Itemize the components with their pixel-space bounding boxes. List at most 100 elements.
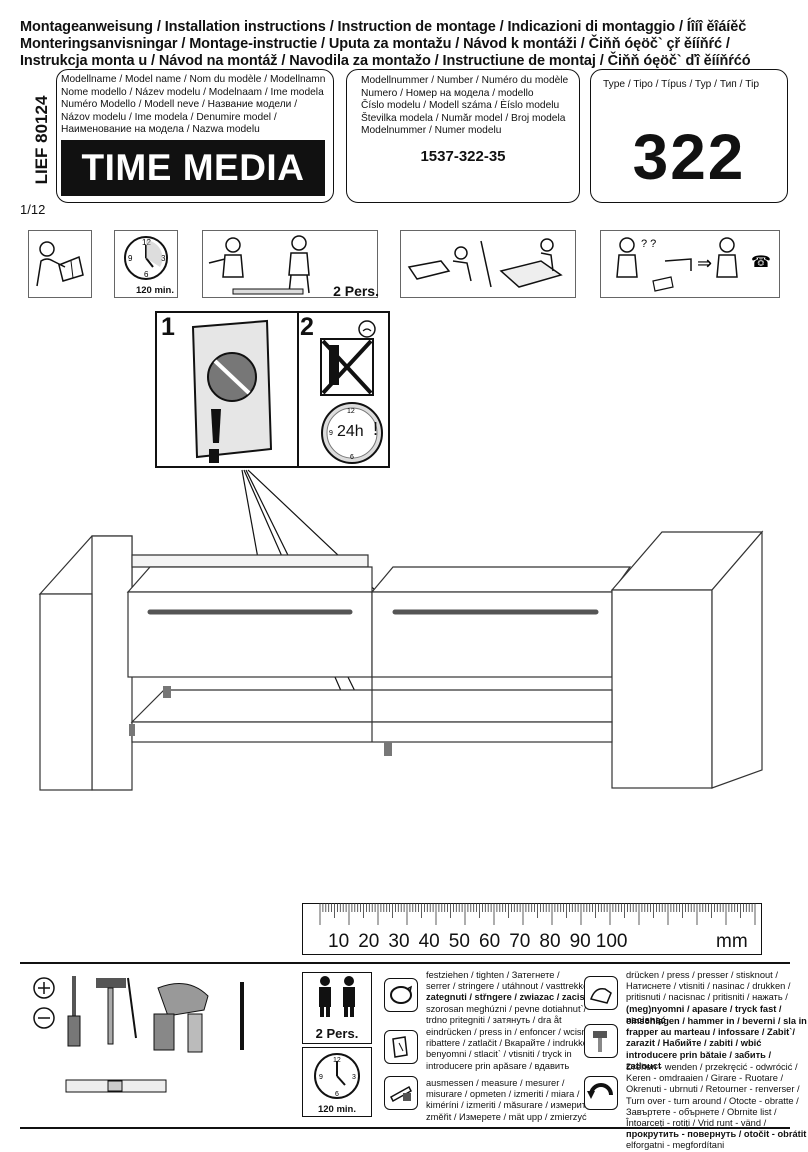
press-hand-icon (584, 976, 618, 1010)
no-solvent-cleaner-icon (320, 320, 376, 396)
model-line: Nome modello / Název modelu / Modelnaam … (61, 86, 324, 98)
ruler-number: 10 (328, 931, 350, 952)
legend-line: zategnuti / střngere / zwiazac / zacisną… (426, 992, 601, 1003)
legend-line: Okrenuti - ubrnuti / Retourner - renvers… (626, 1084, 800, 1095)
svg-text:☎: ☎ (751, 252, 771, 271)
legend-tighten-text: festziehen / tighten / Затегнете / serre… (426, 970, 601, 1026)
wait-24h-text: 24h (337, 423, 364, 440)
legend-time-label: 120 min. (317, 1104, 357, 1115)
read-manual-icon (28, 230, 92, 298)
ruler-number: 70 (509, 931, 531, 952)
legend-line: festziehen / tighten / Затегнете / (426, 970, 560, 980)
type-box: Type / Tipo / Típus / Typ / Тип / Tip 32… (590, 69, 788, 203)
legend-line: Turn over - turn around / Otocte - obrat… (626, 1095, 799, 1106)
legend-persons-box: 2 Pers. (302, 972, 372, 1044)
header-line-1: Montageanweisung / Installation instruct… (20, 19, 747, 35)
legend-turn-text: Drehen - wenden / przekręcić - odwrócić … (626, 1062, 806, 1152)
legend-persons-label: 2 Pers. (315, 1026, 359, 1041)
model-number-box: Modellnummer / Number / Numéro du modèle… (346, 69, 580, 203)
legend-line: introducere prin bătaie / забить / zatlo… (626, 1049, 772, 1071)
type-value: 322 (632, 121, 746, 193)
ruler-number: 60 (479, 931, 501, 952)
ruler-number: 100 (595, 931, 628, 952)
number-line: Modelnummer / Numer modelu (361, 125, 502, 136)
legend-line: introducere prin apăsare / вдавить (426, 1060, 570, 1071)
ruler-number: 80 (539, 931, 561, 952)
legend-press-text: drücken / press / presser / stisknout / … (626, 970, 808, 1026)
two-persons-icon: 2 Pers. (202, 230, 379, 299)
legend-line: Keren - omdraaien / Girare - Ruotare / (626, 1073, 784, 1084)
legend-line: pritisnuti / nacisnac / pritisniti / наж… (626, 992, 788, 1003)
svg-text:3: 3 (161, 254, 166, 263)
svg-text:9: 9 (329, 430, 333, 437)
model-line: Modellname / Model name / Nom du modèle … (61, 74, 326, 85)
persons-label: 2 Pers. (333, 283, 379, 299)
turn-over-icon (584, 1076, 618, 1110)
svg-text:3: 3 (352, 1074, 356, 1081)
tighten-icon (384, 978, 418, 1012)
wait-exclaim: ! (373, 419, 379, 439)
ruler-number: 40 (418, 931, 440, 952)
legend-line: прокрутить - повернуть / otočit - obráti… (626, 1129, 807, 1140)
model-name-box: Modellname / Model name / Nom du modèle … (56, 69, 334, 203)
legend-line: szorosan meghúzni / pevne dotiahnut`/ (426, 1003, 587, 1014)
svg-text:9: 9 (128, 254, 133, 263)
model-line: Numéro Modello / Modell neve / Название … (61, 99, 298, 110)
time-label: 120 min. (135, 285, 174, 296)
legend-line: serrer / stringere / utáhnout / vasttrek… (426, 981, 599, 992)
legend-measure-text: ausmessen / measure / mesurer / misurare… (426, 1078, 591, 1123)
press-in-icon (384, 1030, 418, 1064)
legend-line: misurare / opmeten / izmeriti / miara / (426, 1089, 580, 1100)
legend-line: ribattere / zatlačit / Вкарайте / indruk… (426, 1038, 594, 1049)
ruler-number: 30 (388, 931, 410, 952)
measure-icon (384, 1076, 418, 1110)
step-2-number: 2 (300, 313, 314, 341)
model-line: Наименование на модела / Nazwa modelu (61, 124, 260, 135)
hammer-icon (584, 1024, 618, 1058)
ruler-number: 50 (448, 931, 470, 952)
legend-line: Întoarceți - rotiți / Vrid runt - vänd / (626, 1118, 767, 1129)
legend-line: einschlagen / hammer in / beverni / sla … (626, 1016, 807, 1026)
missing-parts-call-icon: ? ? ⇒ ☎ (600, 230, 780, 298)
svg-text:6: 6 (350, 454, 354, 461)
floor-protection-icon (400, 230, 576, 298)
legend-hammer-text: einschlagen / hammer in / beverni / sla … (626, 1016, 808, 1072)
page-number: 1/12 (20, 202, 46, 217)
legend-line: benyomni / stlacit` / vtisniti / tryck i… (426, 1049, 572, 1060)
number-line: Numero / Номер на модела / modello (361, 87, 534, 99)
legend-line: frapper au marteau / infossare / Zabit`/ (626, 1027, 795, 1038)
legend-line: drücken / press / presser / stisknout / (626, 970, 778, 980)
time-clock-icon: 12 9 3 6 120 min. (114, 230, 178, 298)
brand-logo: TIME MEDIA (61, 140, 325, 196)
svg-text:6: 6 (144, 270, 149, 279)
legend-line: zarazit / Набийте / zabiti / wbić (626, 1038, 762, 1049)
type-label: Type / Tipo / Típus / Typ / Тип / Tip (603, 79, 760, 90)
legend-line: Drehen - wenden / przekręcić - odwrócić … (626, 1062, 798, 1072)
legend-time-box: 12 9 3 6 120 min. (302, 1047, 372, 1117)
tools-illustration (33, 976, 244, 1093)
ruler-number: 20 (358, 931, 380, 952)
number-line: Číslo modelu / Modell száma / Èíslo mode… (361, 100, 560, 111)
svg-text:9: 9 (319, 1074, 323, 1081)
model-line: Názov modelu / Ime modela / Denumire mod… (61, 111, 277, 123)
svg-text:12: 12 (333, 1057, 341, 1064)
header-line-3: Instrukcja monta u / Návod na montáž / N… (20, 53, 751, 69)
legend-line: elforgatni - megfordítani (626, 1140, 725, 1151)
number-line: Modellnummer / Number / Numéro du modèle (361, 75, 569, 86)
legend-line: trdno pritegniti / затянуть / dra åt (426, 1014, 562, 1025)
ruler-unit: mm (716, 931, 748, 952)
legend-line: Завъртете - обърнете / Obrnite list / (626, 1106, 777, 1117)
ruler-ticks (319, 903, 756, 925)
header-line-2: Monteringsanvisningar / Montage-instruct… (20, 36, 730, 52)
legend-line: ausmessen / measure / mesurer / (426, 1078, 565, 1088)
number-line: Številka modela / Număr model / Broj mod… (361, 112, 566, 124)
legend-press-in-text: eindrücken / press in / enfoncer / wcisn… (426, 1027, 597, 1072)
ruler-number: 90 (569, 931, 591, 952)
svg-text:⇒: ⇒ (697, 253, 712, 274)
svg-text:6: 6 (335, 1091, 339, 1098)
warning-panel: 1 2 12 9 6 24h ! (155, 311, 390, 468)
legend-line: Натиснете / vtisniti / nasinac / drukken… (626, 981, 791, 992)
svg-text:12: 12 (347, 408, 355, 415)
legend-line: eindrücken / press in / enfoncer / wcisn… (426, 1027, 597, 1037)
